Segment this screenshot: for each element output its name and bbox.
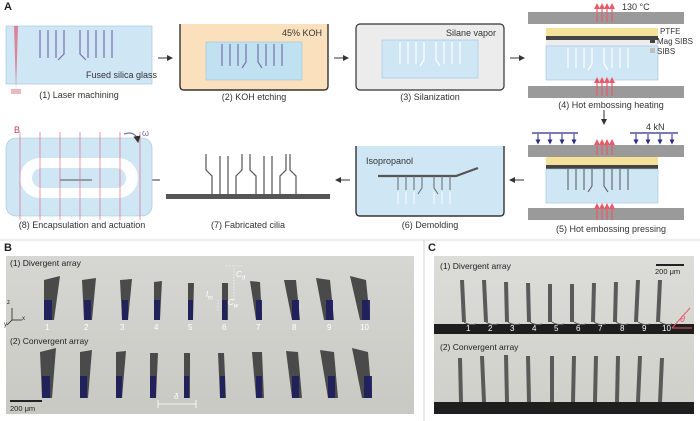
panel-b-number: 10 [360,323,369,332]
silane-label: Silane vapor [446,28,497,38]
axis-z-label: z [7,300,10,306]
panel-c-divergent-cilia [460,280,662,322]
panel-b-number: 4 [154,323,159,332]
panel-c-convergent-cilia [458,355,664,402]
panel-c-number: 6 [576,324,581,333]
step-1-label: (1) Laser machining [39,90,119,100]
panel-c-number: 1 [466,324,471,333]
isopropanol-label: Isopropanol [366,156,414,166]
panel-b-number: 6 [222,323,227,332]
panel-b-number: 5 [188,323,193,332]
step-2-label: (2) KOH etching [221,92,287,102]
step3-graphic [355,23,505,91]
step6-graphic [355,146,505,217]
step-3-label: (3) Silanization [400,92,460,102]
theta-label: θ [680,314,685,324]
ptfe-label: PTFE [660,27,681,36]
panel-b-number: 7 [256,323,261,332]
temperature-label: 130 °C [622,2,650,12]
fused-silica-label: Fused silica glass [86,70,158,80]
panel-a-letter: A [4,1,12,13]
step7-graphic [166,154,330,199]
step2-graphic [179,24,329,91]
step-8-label: (8) Encapsulation and actuation [18,220,146,230]
panel-c-photo [434,256,694,414]
panel-c-number: 5 [554,324,559,333]
lm-label: lm [206,290,213,302]
force-label: 4 kN [646,122,665,132]
panel-c-number: 10 [662,324,671,333]
panel-c-letter: C [428,242,436,254]
delta-label: δ [174,392,179,401]
axis-x-label: x [22,316,25,322]
panel-b-photo [6,256,414,414]
step-6-label: (6) Demolding [401,220,459,230]
step-7-label: (7) Fabricated cilia [210,220,286,230]
panel-b-number: 2 [84,323,89,332]
cd-label: Cd [236,270,246,282]
panel-b-convergent-title: (2) Convergent array [10,336,89,346]
panel-b-number: 9 [327,323,332,332]
panel-c-number: 8 [620,324,625,333]
panel-c-number: 9 [642,324,647,333]
omega-label: ω [142,128,150,138]
sibs-label: SIBS [657,47,676,56]
panel-c-number: 4 [532,324,537,333]
mag-sibs-label: Mag SIBS [657,37,694,46]
panel-b-number: 3 [120,323,125,332]
axis-y-label: y [4,322,7,328]
step4-graphic [528,3,684,98]
step5-graphic [528,132,684,220]
panel-b-number: 8 [292,323,297,332]
cw-label: Cw [228,298,239,310]
step8-graphic [5,132,153,220]
step-4-label: (4) Hot embossing heating [558,100,664,110]
magnetic-field-label: B [14,125,21,135]
panel-c-convergent-title: (2) Convergent array [440,342,519,352]
panel-c-number: 2 [488,324,493,333]
step1-graphic [5,25,153,94]
panel-c-divergent-title: (1) Divergent array [440,261,511,271]
panel-b-letter: B [4,242,12,254]
panel-c-number: 7 [598,324,603,333]
koh-label: 45% KOH [282,28,323,38]
step-5-label: (5) Hot embossing pressing [555,224,667,234]
panel-b-number: 1 [45,323,50,332]
panel-c-scale-label: 200 μm [655,267,681,276]
panel-c-number: 3 [510,324,515,333]
panel-b-scale-label: 200 μm [10,404,36,413]
panel-b-divergent-title: (1) Divergent array [10,258,81,268]
